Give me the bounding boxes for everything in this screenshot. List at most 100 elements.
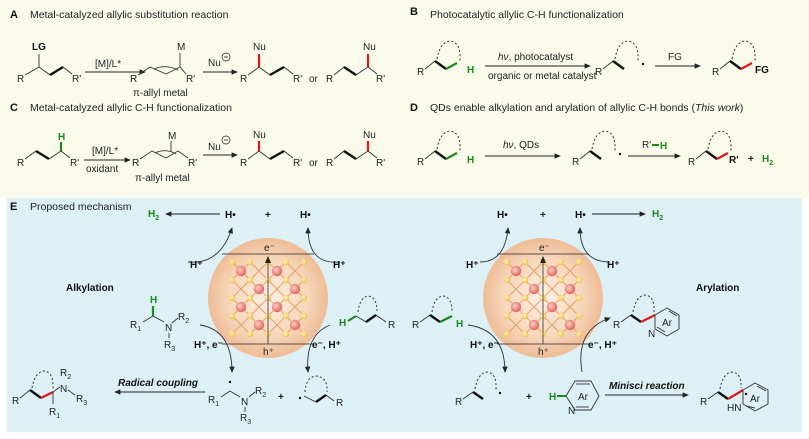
- metal-label: M: [168, 131, 176, 142]
- alkene-substrate-left: H R: [339, 295, 395, 331]
- radical-coupling-label: Radical coupling: [118, 378, 198, 389]
- r-label: R: [572, 157, 579, 168]
- r3-label: R3: [76, 394, 87, 407]
- metal-label: M: [177, 42, 185, 53]
- ar-label: Ar: [578, 392, 589, 403]
- r1-label: R1: [49, 407, 60, 420]
- product-nu-label: Nu: [363, 130, 376, 141]
- r-label: R: [326, 74, 333, 85]
- alkylation-product: R R1 N R2 R3: [12, 368, 87, 420]
- quantum-dot-right: e⁻h⁺: [483, 238, 603, 358]
- panel-a-letter: A: [10, 9, 18, 21]
- small-atom: [246, 330, 254, 338]
- reduction-arrow: [479, 227, 511, 263]
- r-label: R: [712, 67, 719, 78]
- r-label: R: [240, 74, 247, 85]
- pyridine-ring: [565, 380, 600, 411]
- leaving-group: LG: [32, 42, 46, 53]
- r2-label: R2: [255, 386, 266, 399]
- oxidation-arrow: [199, 324, 235, 373]
- r-label: R: [388, 320, 395, 331]
- h-radical-label: H•: [497, 210, 508, 221]
- r-prime-label: R': [186, 74, 195, 85]
- r-label: R: [412, 320, 419, 331]
- small-atom: [557, 294, 565, 302]
- small-atom: [246, 294, 254, 302]
- small-atom: [228, 312, 236, 320]
- r-prime-label: R': [376, 158, 385, 169]
- r-label: R: [336, 398, 343, 409]
- catalyst-label: [M]/L*: [95, 59, 121, 70]
- large-atom: [235, 265, 247, 277]
- small-atom: [575, 276, 583, 284]
- catalyst-label: [M]/L*: [92, 146, 118, 157]
- n-label: N: [241, 397, 248, 408]
- small-atom: [503, 312, 511, 320]
- reduction-arrow: [577, 227, 611, 263]
- h-radical-label: H•: [225, 210, 236, 221]
- small-atom: [246, 276, 254, 284]
- pyridine-substrate: H Ar N: [549, 380, 600, 417]
- electron-proton-label: e⁻, H⁺: [312, 340, 341, 351]
- small-atom: [282, 294, 290, 302]
- proton-electron-label: H⁺, e⁻: [194, 340, 223, 351]
- negative-charge-icon: [221, 135, 231, 145]
- radical-dot-icon: [498, 391, 502, 395]
- large-atom: [510, 301, 522, 313]
- r-prime-label: R': [376, 74, 385, 85]
- nucleophile-label: Nu: [208, 58, 221, 69]
- r3-label: R3: [240, 413, 251, 426]
- panel-b-title: Photocatalytic allylic C-H functionaliza…: [430, 9, 624, 21]
- photocatalyst-condition: hν, photocatalyst: [498, 52, 573, 63]
- n-label: N: [648, 329, 655, 340]
- large-atom: [564, 319, 576, 331]
- hole-label: h⁺: [538, 347, 549, 358]
- allyl-radical-left: R: [298, 375, 343, 409]
- small-atom: [575, 258, 583, 266]
- small-atom: [228, 294, 236, 302]
- panel-a: A Metal-catalyzed allylic substitution r…: [10, 9, 385, 99]
- r2-label: R2: [60, 368, 71, 381]
- radical-dot-icon: [744, 392, 748, 396]
- catalyst-condition: organic or metal catalyst: [488, 71, 597, 82]
- n-label: N: [165, 323, 172, 334]
- arylation-label: Arylation: [696, 283, 739, 294]
- small-atom: [521, 330, 529, 338]
- r-label: R: [12, 396, 19, 407]
- alkylation-label: Alkylation: [66, 283, 114, 294]
- oxidation-arrow: [467, 324, 508, 373]
- radical-dot-icon: [298, 396, 302, 400]
- large-atom: [235, 301, 247, 313]
- product-nu-label: Nu: [363, 42, 376, 53]
- small-atom: [521, 258, 529, 266]
- dihydropyridine-ring: [742, 382, 769, 412]
- nucleophile-label: Nu: [208, 142, 221, 153]
- small-atom: [282, 258, 290, 266]
- oxidant-label: oxidant: [86, 164, 118, 175]
- r2-label: R2: [178, 312, 189, 325]
- r-label: R: [326, 158, 333, 169]
- large-atom: [271, 265, 283, 277]
- small-atom: [282, 312, 290, 320]
- small-atom: [575, 330, 583, 338]
- r-label: R: [455, 397, 462, 408]
- hn-label: HN: [727, 403, 741, 414]
- small-atom: [575, 312, 583, 320]
- panel-c: C Metal-catalyzed allylic C-H functional…: [10, 102, 385, 184]
- h-radical-label: H•: [575, 210, 586, 221]
- large-atom: [528, 283, 540, 295]
- small-atom: [557, 276, 565, 284]
- r-prime-label: R': [293, 74, 302, 85]
- large-atom: [253, 319, 265, 331]
- allylic-h-label: H: [467, 65, 474, 76]
- panel-e-letter: E: [10, 201, 17, 213]
- h2-product: H2: [762, 154, 773, 167]
- panel-c-letter: C: [10, 102, 18, 114]
- arylation-product: R Ar N: [613, 294, 680, 340]
- negative-charge-icon: [221, 52, 231, 62]
- electron-label: e⁻: [264, 243, 275, 254]
- fg-reagent-label: FG: [668, 52, 682, 63]
- radical-dot-icon: [228, 380, 232, 384]
- pyridine-h-label: H: [549, 392, 556, 403]
